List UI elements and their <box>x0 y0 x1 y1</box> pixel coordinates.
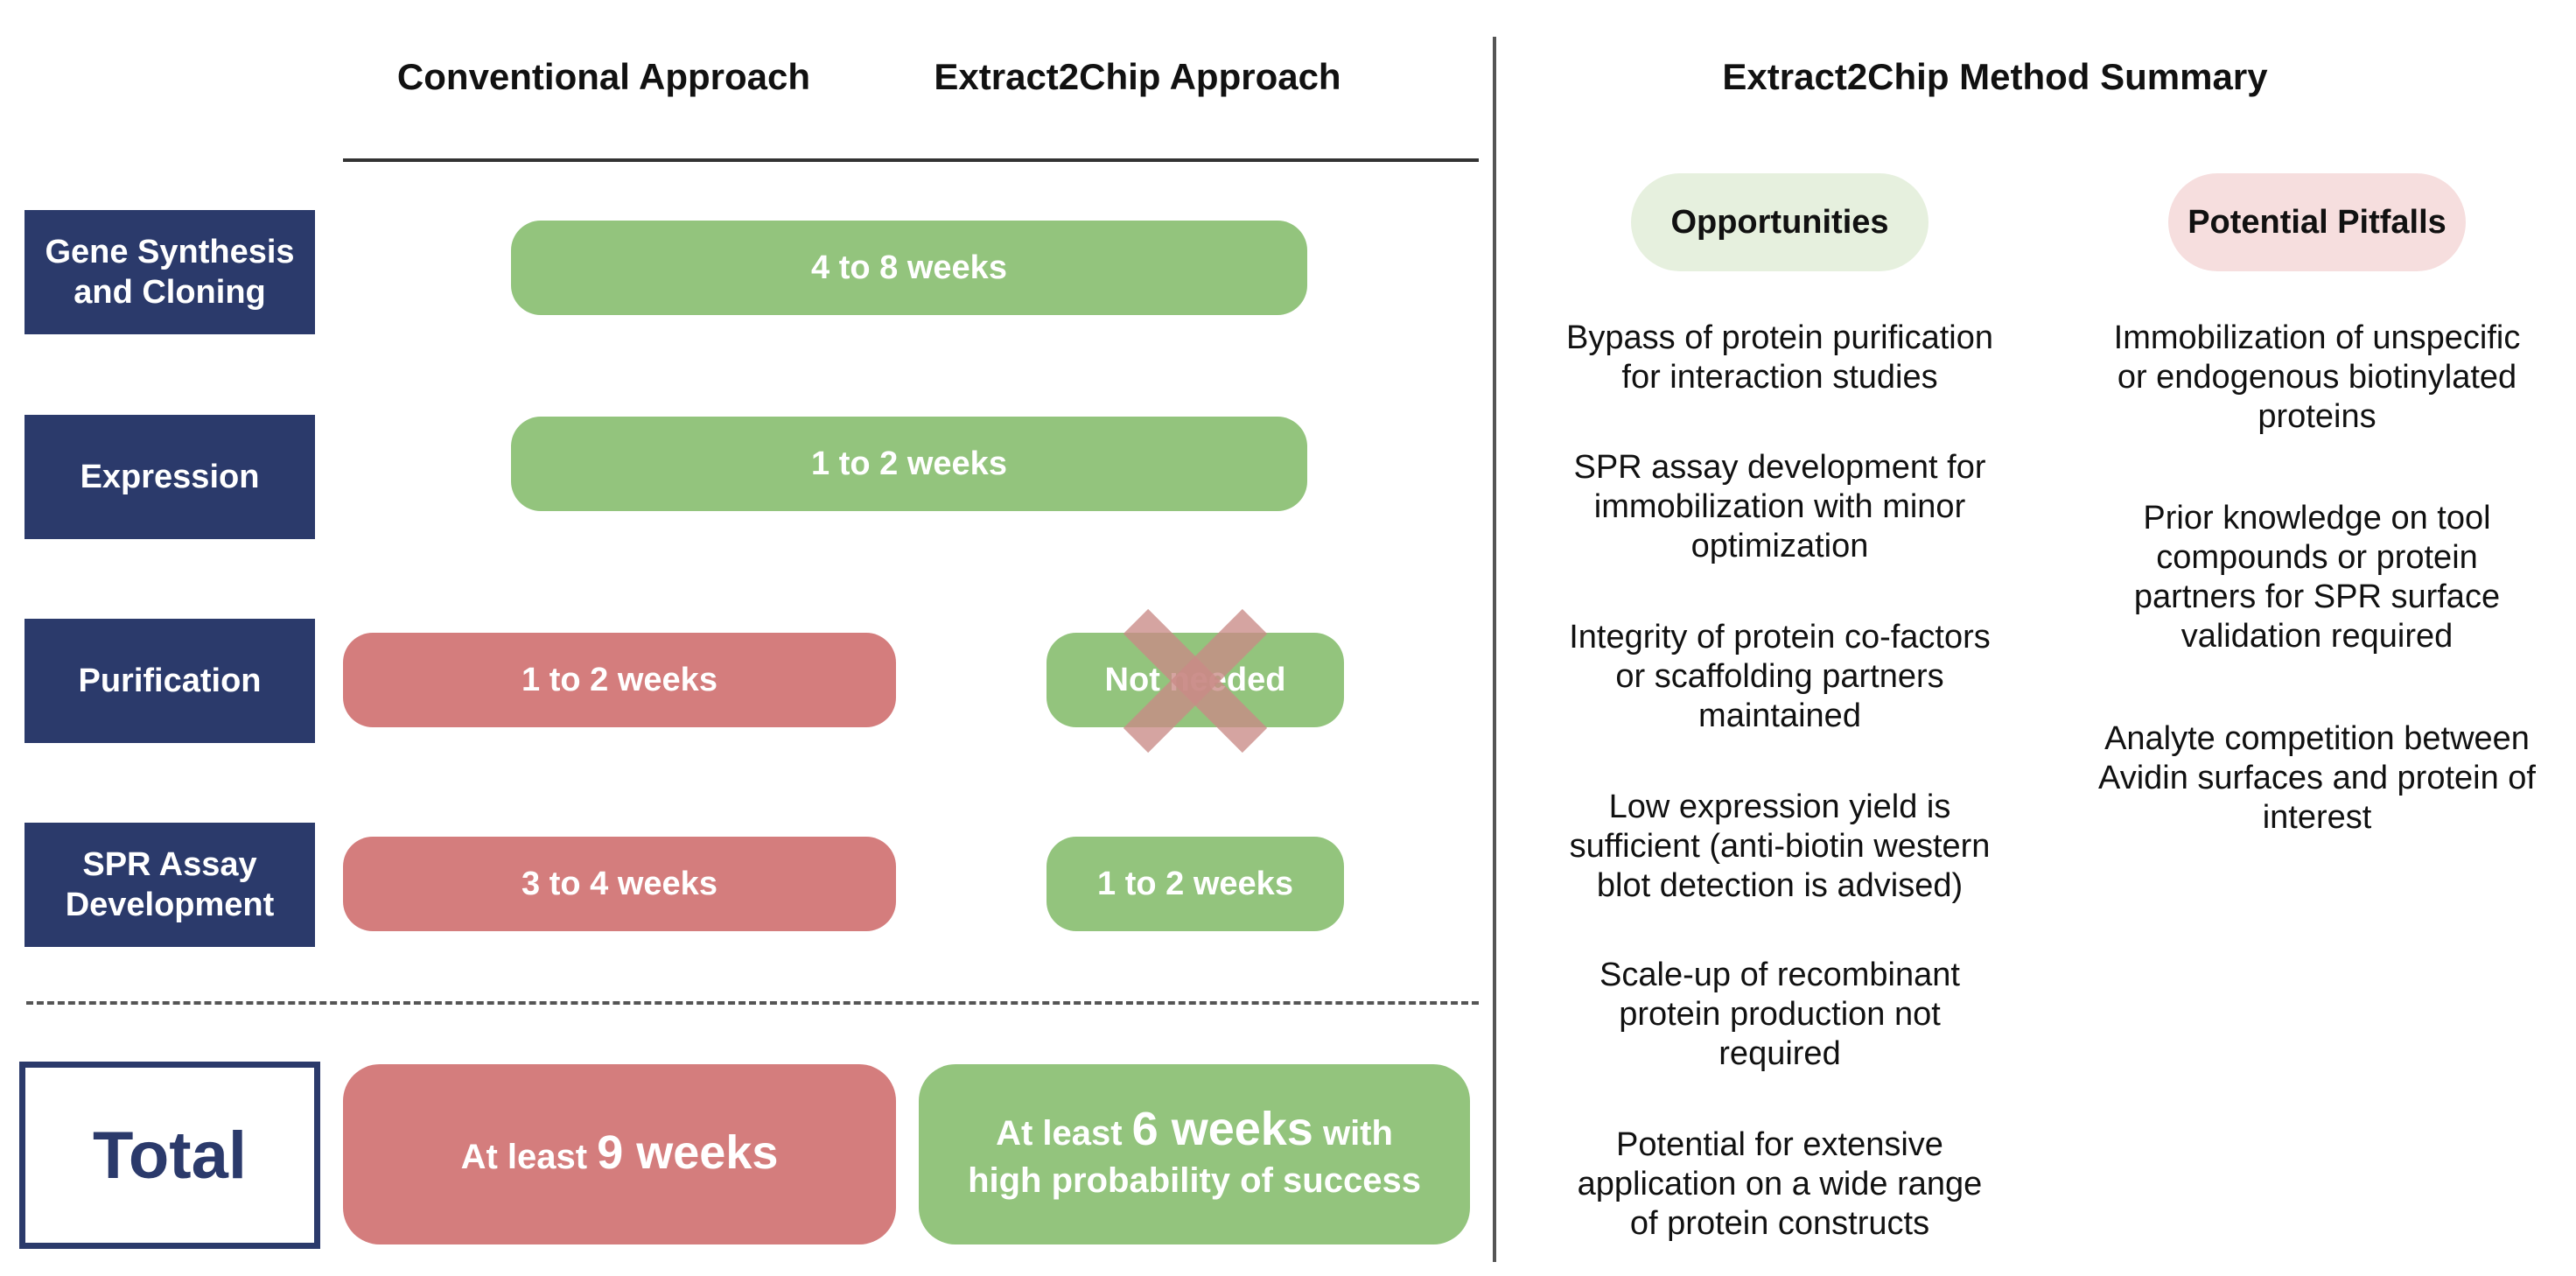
spr-extract2chip-duration: 1 to 2 weeks <box>1046 837 1344 931</box>
vertical-divider <box>1493 37 1496 1262</box>
conventional-header: Conventional Approach <box>396 56 811 97</box>
header-underline <box>343 158 1479 162</box>
purification-conventional-duration: 1 to 2 weeks <box>343 633 896 727</box>
pitfalls-badge: Potential Pitfalls <box>2168 173 2466 271</box>
summary-header: Extract2Chip Method Summary <box>1722 56 2268 97</box>
row-label-expression: Expression <box>24 415 315 539</box>
cross-icon <box>1123 608 1268 754</box>
total-conventional: At least 9 weeks <box>343 1064 896 1244</box>
gene-synthesis-duration: 4 to 8 weeks <box>511 221 1307 315</box>
expression-duration: 1 to 2 weeks <box>511 417 1307 511</box>
opportunities-badge: Opportunities <box>1631 173 1928 271</box>
total-label: Total <box>19 1062 320 1249</box>
row-label-purification: Purification <box>24 619 315 743</box>
extract2chip-header: Extract2Chip Approach <box>934 56 1341 97</box>
spr-conventional-duration: 3 to 4 weeks <box>343 837 896 931</box>
total-extract2chip: At least 6 weeks with high probability o… <box>919 1064 1470 1244</box>
total-divider <box>26 1001 1479 1005</box>
